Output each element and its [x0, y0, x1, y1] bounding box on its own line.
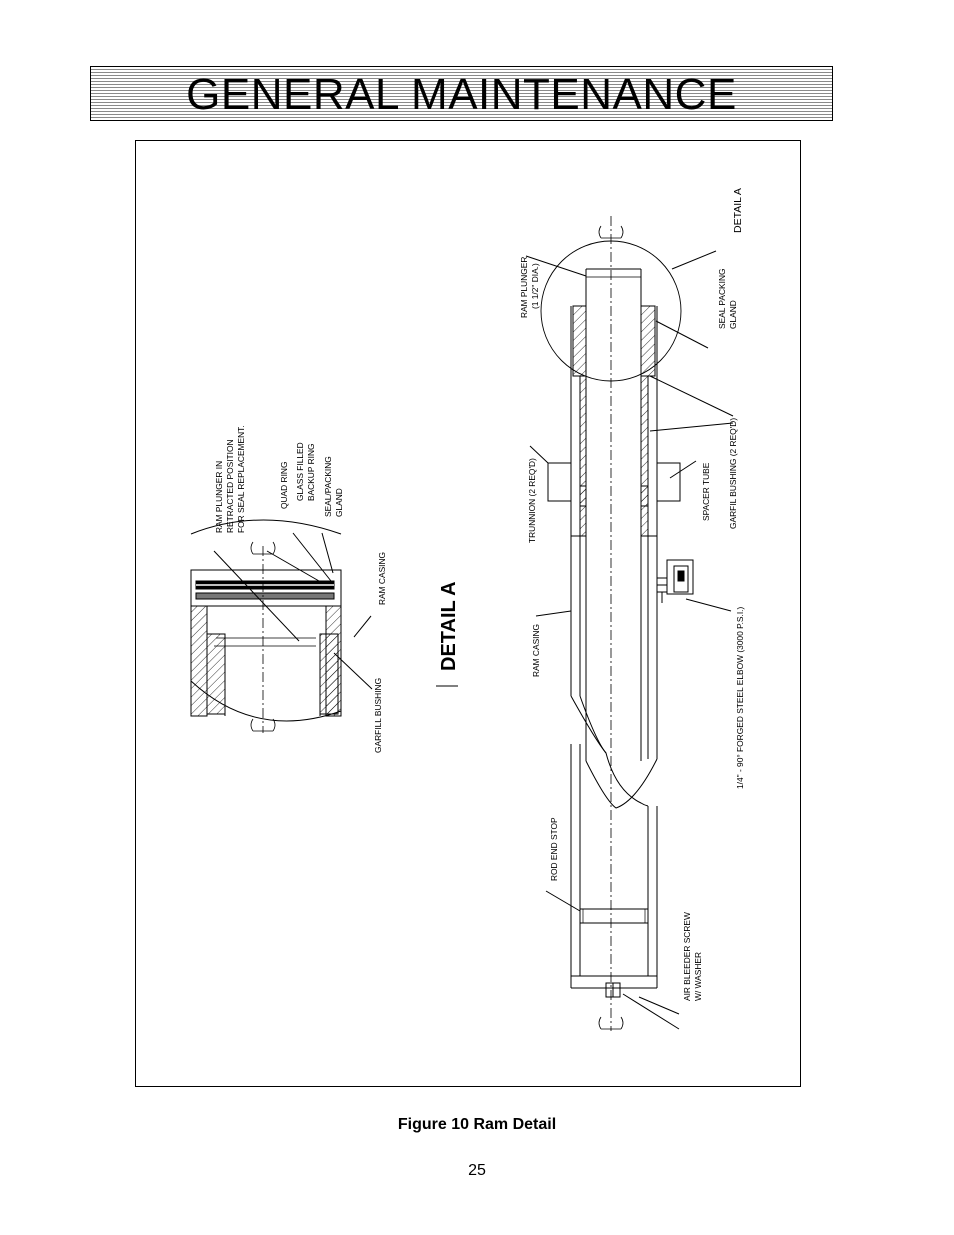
- label-garfill-bushing: GARFILL BUSHING: [373, 678, 383, 753]
- section-title: GENERAL MAINTENANCE: [186, 70, 737, 119]
- label-seal-packing-detail-1: SEAL/PACKING: [323, 456, 333, 517]
- label-seal-packing-main-1: SEAL PACKING: [717, 268, 727, 329]
- ram-assembly-view: [525, 216, 734, 1031]
- label-ram-plunger-2: (1 1/2" DIA.): [530, 263, 540, 309]
- label-ram-plunger-retracted-1: RAM PLUNGER IN: [214, 461, 224, 533]
- page-number: 25: [468, 1162, 486, 1179]
- drawing-labels: RAM PLUNGER IN RETRACTED POSITION FOR SE…: [214, 188, 745, 1001]
- label-glass-filled-2: BACKUP RING: [306, 443, 316, 501]
- label-quad-ring: QUAD RING: [279, 462, 289, 509]
- figure-frame: RAM PLUNGER IN RETRACTED POSITION FOR SE…: [135, 140, 801, 1087]
- detail-a-heading: DETAIL A: [438, 581, 460, 671]
- ram-detail-drawing: RAM PLUNGER IN RETRACTED POSITION FOR SE…: [190, 188, 745, 1031]
- label-ram-casing-main: RAM CASING: [531, 624, 541, 677]
- label-ram-plunger-retracted-3: FOR SEAL REPLACEMENT.: [236, 425, 246, 533]
- label-detail-a-callout: DETAIL A: [732, 188, 744, 233]
- label-seal-packing-detail-2: GLAND: [334, 488, 344, 517]
- label-ram-casing-detail: RAM CASING: [377, 552, 387, 605]
- label-seal-packing-main-2: GLAND: [728, 300, 738, 329]
- label-air-bleeder-2: W/ WASHER: [693, 952, 703, 1001]
- label-ram-plunger-1: RAM PLUNGER: [519, 257, 529, 318]
- label-air-bleeder-1: AIR BLEEDER SCREW: [682, 912, 692, 1001]
- detail-a-view: [190, 519, 458, 733]
- label-glass-filled-1: GLASS FILLED: [295, 442, 305, 501]
- label-forged-steel-elbow: 1/4" - 90° FORGED STEEL ELBOW (3000 P.S.…: [735, 607, 745, 789]
- label-rod-end-stop: ROD END STOP: [549, 817, 559, 881]
- label-ram-plunger-retracted-2: RETRACTED POSITION: [225, 439, 235, 533]
- label-trunnion: TRUNNION (2 REQ'D): [527, 458, 537, 543]
- label-spacer-tube: SPACER TUBE: [701, 462, 711, 521]
- section-header: GENERAL MAINTENANCE: [90, 66, 833, 121]
- label-garfil-bushing-main: GARFIL BUSHING (2 REQ'D): [728, 418, 738, 529]
- figure-caption: Figure 10 Ram Detail: [397, 1116, 557, 1133]
